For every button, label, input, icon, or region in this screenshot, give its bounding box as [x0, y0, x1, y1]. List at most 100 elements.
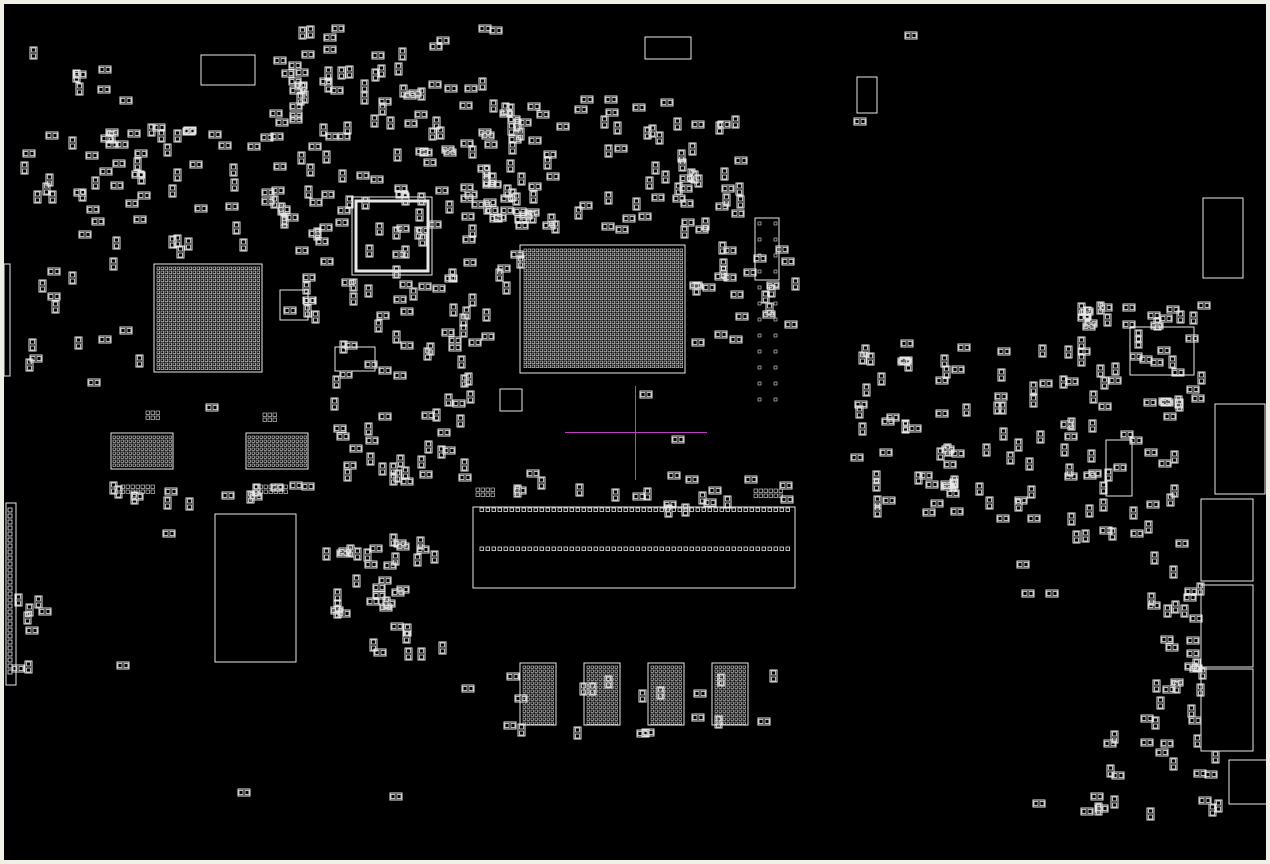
pad[interactable]	[523, 332, 527, 336]
pad[interactable]	[228, 306, 232, 310]
pad[interactable]	[168, 350, 172, 354]
pad[interactable]	[334, 426, 340, 431]
pad[interactable]	[77, 83, 82, 89]
pad[interactable]	[526, 669, 530, 673]
slot-pad[interactable]	[773, 507, 778, 512]
passive-component[interactable]	[205, 403, 219, 412]
pad[interactable]	[526, 213, 532, 218]
pad[interactable]	[120, 489, 125, 494]
pad[interactable]	[571, 324, 575, 328]
pad[interactable]	[189, 129, 195, 134]
pad[interactable]	[1113, 363, 1118, 369]
pad[interactable]	[1102, 806, 1108, 811]
pad[interactable]	[200, 342, 204, 346]
pad[interactable]	[860, 423, 865, 429]
pad[interactable]	[176, 362, 180, 366]
pad[interactable]	[212, 314, 216, 318]
pad[interactable]	[1171, 680, 1177, 685]
pad[interactable]	[275, 443, 279, 447]
pad[interactable]	[80, 189, 85, 195]
pad[interactable]	[950, 462, 956, 467]
pad[interactable]	[643, 260, 647, 264]
pad[interactable]	[160, 455, 164, 459]
pad[interactable]	[734, 677, 738, 681]
pad[interactable]	[208, 278, 212, 282]
pad[interactable]	[586, 717, 590, 721]
pad[interactable]	[857, 455, 863, 460]
pad[interactable]	[424, 160, 430, 165]
pad[interactable]	[551, 260, 555, 264]
pad[interactable]	[666, 697, 670, 701]
pad[interactable]	[192, 294, 196, 298]
pad[interactable]	[172, 270, 176, 274]
pad[interactable]	[208, 310, 212, 314]
pad[interactable]	[172, 290, 176, 294]
passive-component[interactable]	[667, 471, 681, 480]
pad[interactable]	[447, 207, 452, 213]
pad[interactable]	[176, 322, 180, 326]
pad[interactable]	[535, 312, 539, 316]
pad[interactable]	[326, 67, 331, 73]
pad[interactable]	[1189, 705, 1194, 711]
pad[interactable]	[595, 296, 599, 300]
pad[interactable]	[590, 709, 594, 713]
passive-component[interactable]	[489, 26, 503, 35]
pad[interactable]	[448, 147, 454, 152]
pad[interactable]	[591, 336, 595, 340]
pad[interactable]	[515, 696, 521, 701]
pad[interactable]	[603, 284, 607, 288]
pad[interactable]	[674, 721, 678, 725]
pad[interactable]	[216, 294, 220, 298]
pad[interactable]	[386, 605, 392, 610]
pad[interactable]	[875, 505, 880, 511]
pad[interactable]	[438, 430, 444, 435]
pad[interactable]	[667, 352, 671, 356]
pad[interactable]	[228, 366, 232, 370]
pad[interactable]	[643, 252, 647, 256]
pad[interactable]	[718, 122, 724, 127]
pad[interactable]	[599, 260, 603, 264]
pad[interactable]	[180, 350, 184, 354]
pad[interactable]	[767, 303, 772, 309]
pad[interactable]	[667, 268, 671, 272]
pad[interactable]	[686, 186, 692, 191]
pad[interactable]	[403, 199, 408, 205]
pad[interactable]	[212, 274, 216, 278]
pad[interactable]	[1136, 336, 1141, 342]
pad[interactable]	[639, 284, 643, 288]
pad[interactable]	[192, 338, 196, 342]
pad[interactable]	[726, 721, 730, 725]
pad[interactable]	[730, 721, 734, 725]
pad[interactable]	[228, 318, 232, 322]
pad[interactable]	[112, 439, 116, 443]
pad[interactable]	[606, 669, 610, 673]
pad[interactable]	[394, 272, 399, 278]
pad[interactable]	[587, 300, 591, 304]
pad[interactable]	[271, 443, 275, 447]
pad[interactable]	[546, 717, 550, 721]
passive-component[interactable]	[428, 127, 437, 141]
pad[interactable]	[631, 312, 635, 316]
pad[interactable]	[240, 290, 244, 294]
passive-component[interactable]	[448, 336, 462, 345]
pad[interactable]	[619, 328, 623, 332]
passive-component[interactable]	[302, 273, 316, 282]
passive-component[interactable]	[999, 427, 1008, 441]
pad[interactable]	[663, 344, 667, 348]
passive-component[interactable]	[308, 142, 322, 151]
pad[interactable]	[577, 484, 582, 490]
pad[interactable]	[591, 300, 595, 304]
pad[interactable]	[295, 459, 299, 463]
pad[interactable]	[295, 439, 299, 443]
pad[interactable]	[650, 689, 654, 693]
pad[interactable]	[137, 494, 143, 499]
pad[interactable]	[738, 665, 742, 669]
pad[interactable]	[647, 316, 651, 320]
pad[interactable]	[698, 715, 704, 720]
pad[interactable]	[595, 328, 599, 332]
pad[interactable]	[583, 272, 587, 276]
pad[interactable]	[587, 248, 591, 252]
pad[interactable]	[267, 451, 271, 455]
pad[interactable]	[531, 324, 535, 328]
pad[interactable]	[138, 193, 144, 198]
